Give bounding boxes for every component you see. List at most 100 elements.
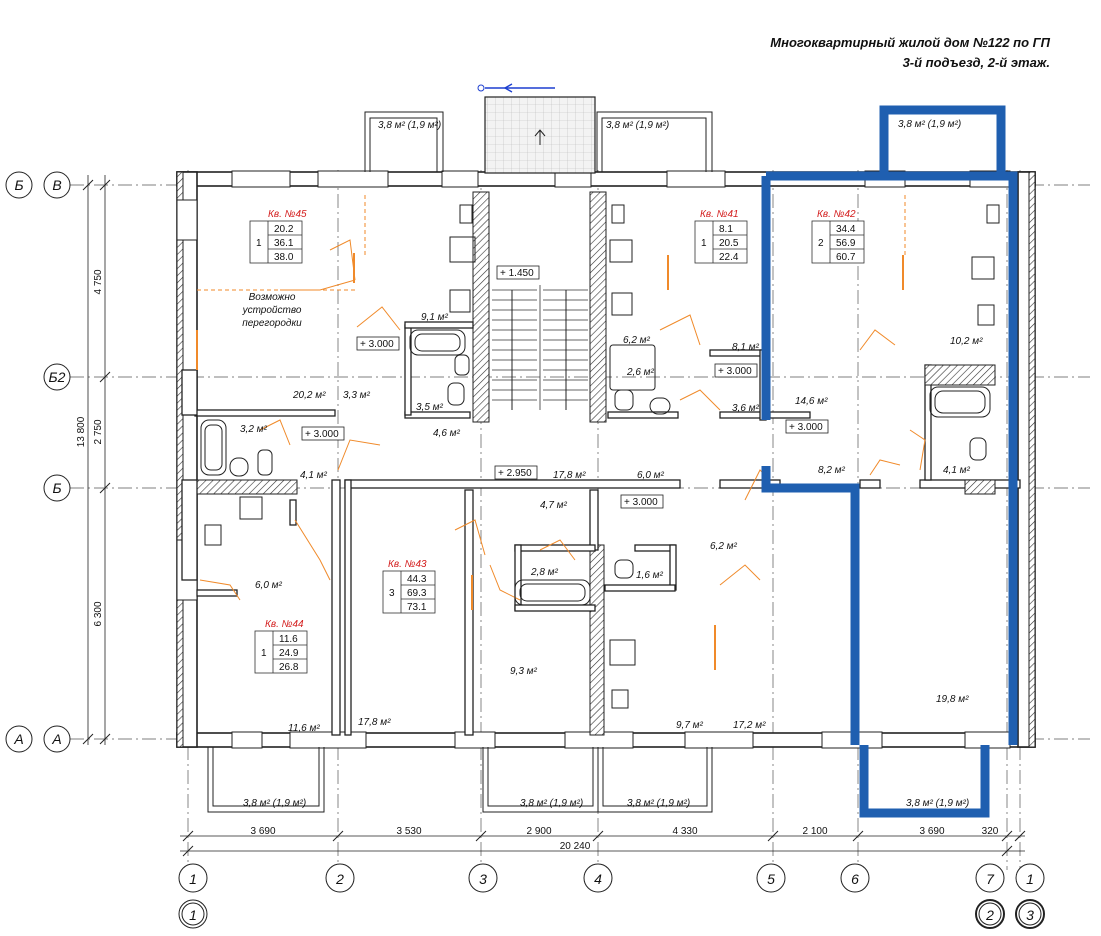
svg-text:1: 1	[189, 871, 197, 887]
svg-text:3,8 м² (1,9 м²): 3,8 м² (1,9 м²)	[906, 798, 969, 809]
column-axis-markers: 1 2 3 4 5 6 7 1 1 2 3	[178, 863, 1045, 929]
svg-text:1: 1	[189, 907, 197, 923]
svg-text:3 530: 3 530	[396, 826, 421, 837]
svg-text:4: 4	[594, 871, 602, 887]
svg-text:3,3 м²: 3,3 м²	[343, 390, 371, 401]
svg-text:6,0 м²: 6,0 м²	[637, 470, 665, 481]
stair-core	[472, 83, 607, 736]
balconies	[207, 111, 713, 813]
svg-text:20,2 м²: 20,2 м²	[292, 390, 326, 401]
svg-text:17,2 м²: 17,2 м²	[733, 720, 766, 731]
title-line-2: 3-й подъезд, 2-й этаж.	[903, 55, 1050, 70]
svg-text:1,6 м²: 1,6 м²	[636, 570, 664, 581]
svg-text:9,1 м²: 9,1 м²	[421, 312, 449, 323]
svg-text:8,2 м²: 8,2 м²	[818, 465, 846, 476]
svg-text:Кв. №45: Кв. №45	[268, 209, 307, 220]
svg-text:60.7: 60.7	[836, 252, 856, 263]
svg-text:6,2 м²: 6,2 м²	[710, 541, 738, 552]
svg-text:2,6 м²: 2,6 м²	[626, 367, 655, 378]
svg-text:24.9: 24.9	[279, 648, 299, 659]
svg-text:38.0: 38.0	[274, 252, 294, 263]
svg-text:13 800: 13 800	[76, 416, 87, 447]
svg-text:3,5 м²: 3,5 м²	[416, 402, 444, 413]
svg-text:26.8: 26.8	[279, 662, 299, 673]
svg-text:+ 3.000: + 3.000	[305, 429, 339, 440]
svg-text:3 690: 3 690	[250, 826, 275, 837]
svg-text:36.1: 36.1	[274, 238, 294, 249]
svg-text:3,8 м² (1,9 м²): 3,8 м² (1,9 м²)	[520, 798, 583, 809]
svg-text:44.3: 44.3	[407, 574, 427, 585]
fixtures	[200, 204, 1000, 709]
svg-text:2: 2	[335, 871, 344, 887]
svg-text:+ 3.000: + 3.000	[624, 497, 658, 508]
partition-note: Возможно устройство перегородки	[242, 292, 303, 329]
balcony-area-labels: 3,8 м² (1,9 м²) 3,8 м² (1,9 м²) 3,8 м² (…	[243, 119, 969, 809]
svg-text:Б: Б	[14, 177, 23, 193]
svg-text:1: 1	[701, 238, 707, 249]
left-dimensions: 4 750 2 750 6 300 13 800	[76, 175, 111, 745]
svg-text:17,8 м²: 17,8 м²	[553, 470, 586, 481]
svg-text:8,1 м²: 8,1 м²	[732, 342, 760, 353]
svg-text:4,1 м²: 4,1 м²	[943, 465, 971, 476]
svg-text:1: 1	[256, 238, 262, 249]
svg-text:69.3: 69.3	[407, 588, 427, 599]
svg-text:3,8 м² (1,9 м²): 3,8 м² (1,9 м²)	[898, 119, 961, 130]
bottom-dimensions: 3 690 3 530 2 900 4 330 2 100 3 690 320 …	[180, 826, 1026, 857]
interior-walls	[181, 321, 1021, 736]
svg-text:6: 6	[851, 871, 859, 887]
svg-text:+ 3.000: + 3.000	[360, 339, 394, 350]
svg-text:3: 3	[1026, 907, 1034, 923]
doors	[196, 195, 926, 670]
svg-text:Б2: Б2	[49, 369, 66, 385]
row-axis-markers: В Б2 Б А Б А	[5, 171, 71, 753]
svg-text:+ 1.450: + 1.450	[500, 268, 534, 279]
svg-text:2 100: 2 100	[802, 826, 827, 837]
svg-text:Кв. №44: Кв. №44	[265, 619, 304, 630]
svg-text:14,6 м²: 14,6 м²	[795, 396, 828, 407]
svg-text:А: А	[13, 731, 23, 747]
svg-text:2: 2	[985, 907, 994, 923]
svg-text:5: 5	[767, 871, 775, 887]
svg-text:4 750: 4 750	[93, 269, 104, 294]
apartment-card-44: Кв. №44 1 11.6 24.9 26.8	[254, 619, 308, 674]
apartment-card-45: Кв. №45 1 20.2 36.1 38.0	[249, 209, 307, 264]
grid-lines	[70, 170, 1090, 870]
svg-text:2 900: 2 900	[526, 826, 551, 837]
svg-text:А: А	[51, 731, 61, 747]
apartment-card-42: Кв. №42 2 34.4 56.9 60.7	[811, 209, 865, 264]
svg-text:3,2 м²: 3,2 м²	[240, 424, 268, 435]
svg-text:22.4: 22.4	[719, 252, 739, 263]
svg-text:2,8 м²: 2,8 м²	[530, 567, 559, 578]
svg-text:В: В	[52, 177, 61, 193]
svg-text:3 690: 3 690	[919, 826, 944, 837]
svg-text:73.1: 73.1	[407, 602, 427, 613]
svg-text:4,6 м²: 4,6 м²	[433, 428, 461, 439]
svg-text:3,6 м²: 3,6 м²	[732, 403, 760, 414]
svg-text:11,6 м²: 11,6 м²	[288, 723, 320, 734]
svg-text:3: 3	[389, 588, 395, 599]
svg-text:4 330: 4 330	[672, 826, 697, 837]
svg-text:6 300: 6 300	[93, 601, 104, 626]
svg-text:4,7 м²: 4,7 м²	[540, 500, 568, 511]
svg-text:9,3 м²: 9,3 м²	[510, 666, 538, 677]
svg-text:56.9: 56.9	[836, 238, 856, 249]
vent-block-2	[964, 479, 996, 495]
svg-text:+ 3.000: + 3.000	[718, 366, 752, 377]
svg-text:Кв. №42: Кв. №42	[817, 209, 856, 220]
apartment-card-41: Кв. №41 1 8.1 20.5 22.4	[694, 209, 748, 264]
svg-text:4,1 м²: 4,1 м²	[300, 470, 328, 481]
svg-text:3,8 м² (1,9 м²): 3,8 м² (1,9 м²)	[627, 798, 690, 809]
svg-text:Б: Б	[52, 480, 61, 496]
svg-text:11.6: 11.6	[279, 634, 298, 645]
svg-text:Кв. №41: Кв. №41	[700, 209, 739, 220]
svg-text:1: 1	[261, 648, 267, 659]
svg-text:Возможно: Возможно	[249, 292, 296, 303]
svg-text:7: 7	[986, 871, 995, 887]
svg-text:3,8 м² (1,9 м²): 3,8 м² (1,9 м²)	[378, 120, 441, 131]
vent-block	[924, 364, 996, 386]
svg-text:2: 2	[818, 238, 824, 249]
svg-text:20.5: 20.5	[719, 238, 739, 249]
level-marks: + 1.450 + 3.000 + 3.000 + 3.000 + 3.000 …	[301, 265, 829, 509]
svg-text:8.1: 8.1	[719, 224, 733, 235]
